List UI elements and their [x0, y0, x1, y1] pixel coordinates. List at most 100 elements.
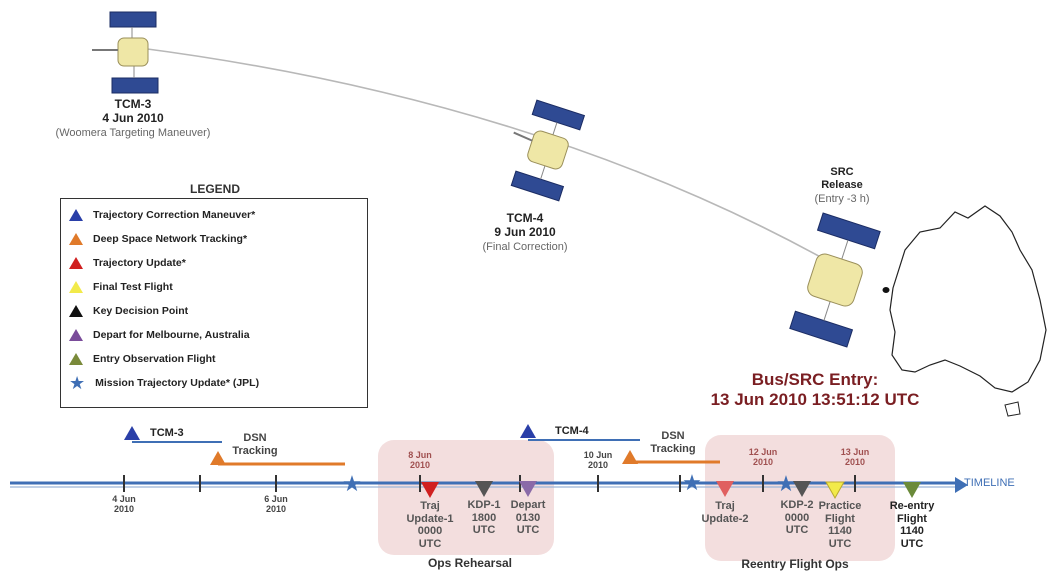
- mission-update-star-1: ★: [342, 472, 362, 497]
- date-line: 2010: [265, 504, 287, 515]
- event-line: Flight: [825, 512, 855, 525]
- event-line: 0000: [784, 511, 810, 524]
- tcm3-bar-label: TCM-3: [150, 427, 184, 439]
- kdp1-marker: [475, 481, 493, 497]
- reentry-flight-marker: [903, 482, 921, 498]
- event-line: 1140: [828, 525, 852, 538]
- entry-point-marker: [882, 287, 890, 293]
- traj-update1-marker: [421, 482, 439, 498]
- legend-label: Mission Trajectory Update* (JPL): [95, 377, 260, 389]
- event-line: Re-entry: [889, 500, 935, 512]
- event-line: 0000: [417, 525, 443, 538]
- date-line: 10 Jun: [583, 450, 613, 460]
- dsn1-line1: DSN: [243, 432, 267, 444]
- event-line: KDP-1: [467, 499, 501, 511]
- event-line: Traj: [715, 500, 735, 512]
- ops-rehearsal-box: [378, 440, 554, 555]
- spacecraft-tcm4: [510, 99, 586, 202]
- date-line: 6 Jun: [264, 494, 288, 504]
- legend-item: ★ Mission Trajectory Update* (JPL): [69, 373, 259, 393]
- triangle-icon: [69, 233, 83, 245]
- legend-item: Trajectory Correction Maneuver*: [69, 205, 255, 225]
- tcm4-marker: [520, 424, 536, 438]
- kdp2-label: KDP-2 0000 UTC: [772, 499, 822, 537]
- date-line: 2010: [844, 457, 866, 468]
- date-line: 12 Jun: [748, 447, 778, 457]
- event-line: 1140: [900, 525, 924, 538]
- event-line: Flight: [897, 512, 927, 525]
- event-line: 1800: [471, 511, 497, 524]
- legend-item: Deep Space Network Tracking*: [69, 229, 247, 249]
- triangle-icon: [69, 353, 83, 365]
- event-line: Update-1: [406, 512, 454, 525]
- dsn2-line2: Tracking: [650, 442, 696, 455]
- legend-label: Trajectory Correction Maneuver*: [93, 209, 256, 221]
- date-line: 2010: [113, 504, 135, 515]
- date-10jun: 10 Jun 2010: [578, 450, 618, 471]
- event-line: Depart: [510, 499, 546, 511]
- spacecraft-tcm3: [92, 11, 159, 94]
- date-line: 2010: [752, 457, 774, 468]
- dsn2-line1: DSN: [661, 430, 685, 442]
- legend-label: Trajectory Update*: [93, 257, 186, 269]
- src-release-line1: SRC: [830, 166, 854, 178]
- practice-flight-marker: [825, 481, 845, 500]
- event-line: UTC: [418, 537, 442, 550]
- entry-label: Bus/SRC Entry: 13 Jun 2010 13:51:12 UTC: [690, 370, 940, 409]
- triangle-icon: [69, 281, 83, 293]
- legend-label: Key Decision Point: [93, 305, 189, 317]
- legend-item: Depart for Melbourne, Australia: [69, 325, 250, 345]
- event-line: UTC: [900, 537, 924, 550]
- traj-update2-label: Traj Update-2: [695, 500, 755, 525]
- dsn2-marker: [622, 450, 638, 464]
- src-release-line2: Release: [821, 179, 863, 191]
- legend-label: Deep Space Network Tracking*: [93, 233, 248, 245]
- date-line: 13 Jun: [840, 447, 870, 457]
- legend-item: Entry Observation Flight: [69, 349, 216, 369]
- reentry-flight-label: Re-entry Flight 1140 UTC: [884, 500, 940, 551]
- legend-label: Depart for Melbourne, Australia: [93, 329, 250, 341]
- event-line: Practice: [818, 500, 862, 512]
- legend-title: LEGEND: [190, 182, 241, 196]
- tcm4-title: TCM-4: [506, 211, 544, 225]
- event-line: Traj: [420, 500, 440, 512]
- tcm4-bar-label: TCM-4: [555, 425, 589, 437]
- legend-item: Final Test Flight: [69, 277, 173, 297]
- legend-item: Key Decision Point: [69, 301, 188, 321]
- depart-marker: [519, 481, 537, 497]
- event-line: UTC: [516, 524, 540, 537]
- event-line: UTC: [472, 524, 496, 537]
- trajectory-arc: [139, 47, 836, 266]
- date-line: 8 Jun: [408, 450, 432, 460]
- legend-item: Trajectory Update*: [69, 253, 186, 273]
- ops-rehearsal-label: Ops Rehearsal: [427, 556, 513, 570]
- dsn1-line2: Tracking: [232, 444, 278, 457]
- depart-label: Depart 0130 UTC: [505, 499, 551, 537]
- dsn1-label: DSN Tracking: [225, 432, 285, 457]
- tcm3-title: TCM-3: [114, 97, 152, 111]
- dsn1-marker: [210, 451, 226, 465]
- kdp1-label: KDP-1 1800 UTC: [459, 499, 509, 537]
- kdp2-marker: [793, 481, 811, 497]
- event-line: KDP-2: [780, 499, 814, 511]
- event-line: UTC: [785, 524, 809, 537]
- src-release-desc: (Entry -3 h): [814, 193, 870, 205]
- date-6jun: 6 Jun 2010: [256, 494, 296, 515]
- tcm3-date: 4 Jun 2010: [102, 111, 164, 125]
- star-icon: ★: [69, 373, 86, 393]
- entry-line1: Bus/SRC Entry:: [751, 370, 879, 389]
- timeline-arrowhead: [955, 477, 968, 493]
- mission-update-star-2: ★: [682, 471, 702, 496]
- legend-label: Final Test Flight: [93, 281, 173, 293]
- date-13jun: 13 Jun 2010: [835, 447, 875, 468]
- spacecraft-src: [789, 212, 881, 348]
- date-line: 4 Jun: [112, 494, 136, 504]
- date-4jun: 4 Jun 2010: [104, 494, 144, 515]
- tcm3-marker: [124, 426, 140, 440]
- tcm4-date: 9 Jun 2010: [494, 225, 556, 239]
- traj-update2-marker: [716, 481, 734, 497]
- tcm3-desc: (Woomera Targeting Maneuver): [55, 127, 211, 139]
- reentry-flight-ops-label: Reentry Flight Ops: [741, 557, 849, 571]
- legend-label: Entry Observation Flight: [93, 353, 216, 365]
